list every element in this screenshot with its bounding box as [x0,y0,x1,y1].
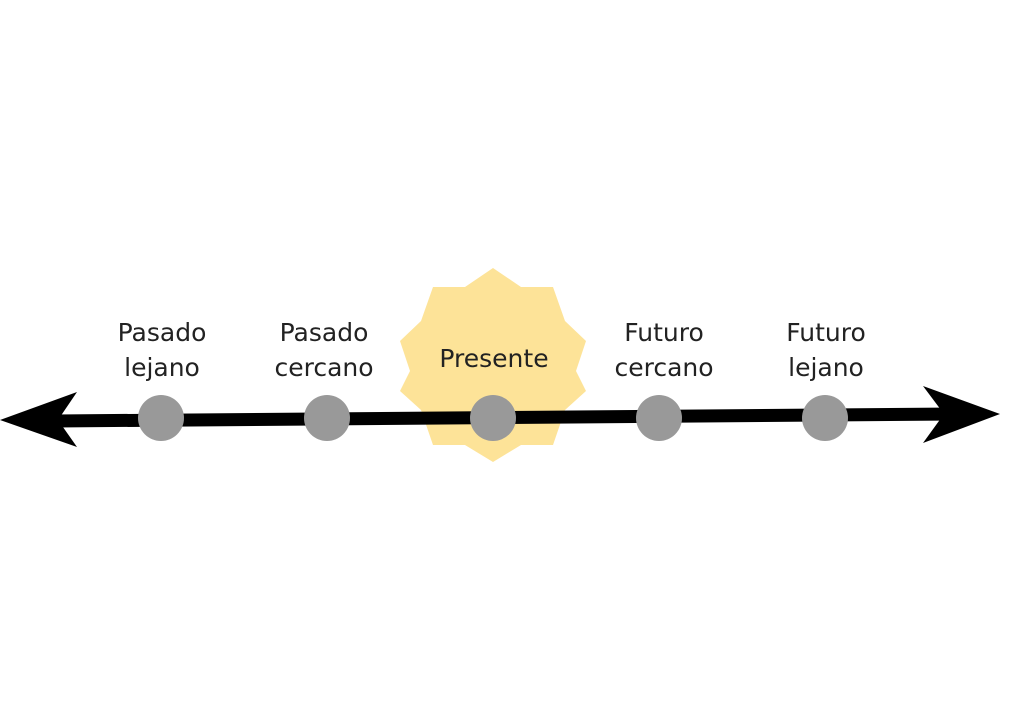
timeline-point-futuro-cercano [636,395,682,441]
label-line: lejano [124,353,200,382]
label-pasado-cercano: Pasado cercano [249,315,399,385]
label-line: Pasado [279,318,369,347]
label-line: lejano [788,353,864,382]
timeline-point-pasado-cercano [304,395,350,441]
label-line: cercano [614,353,714,382]
label-line: Pasado [117,318,207,347]
label-line: Presente [439,344,549,373]
timeline-point-futuro-lejano [802,395,848,441]
label-futuro-lejano: Futuro lejano [751,315,901,385]
timeline-point-presente [470,395,516,441]
timeline-point-pasado-lejano [138,395,184,441]
label-line: cercano [274,353,374,382]
arrow-left-icon [0,392,77,447]
label-presente: Presente [419,341,569,376]
label-futuro-cercano: Futuro cercano [589,315,739,385]
label-line: Futuro [786,318,866,347]
arrow-right-icon [923,386,1000,443]
label-line: Futuro [624,318,704,347]
label-pasado-lejano: Pasado lejano [87,315,237,385]
